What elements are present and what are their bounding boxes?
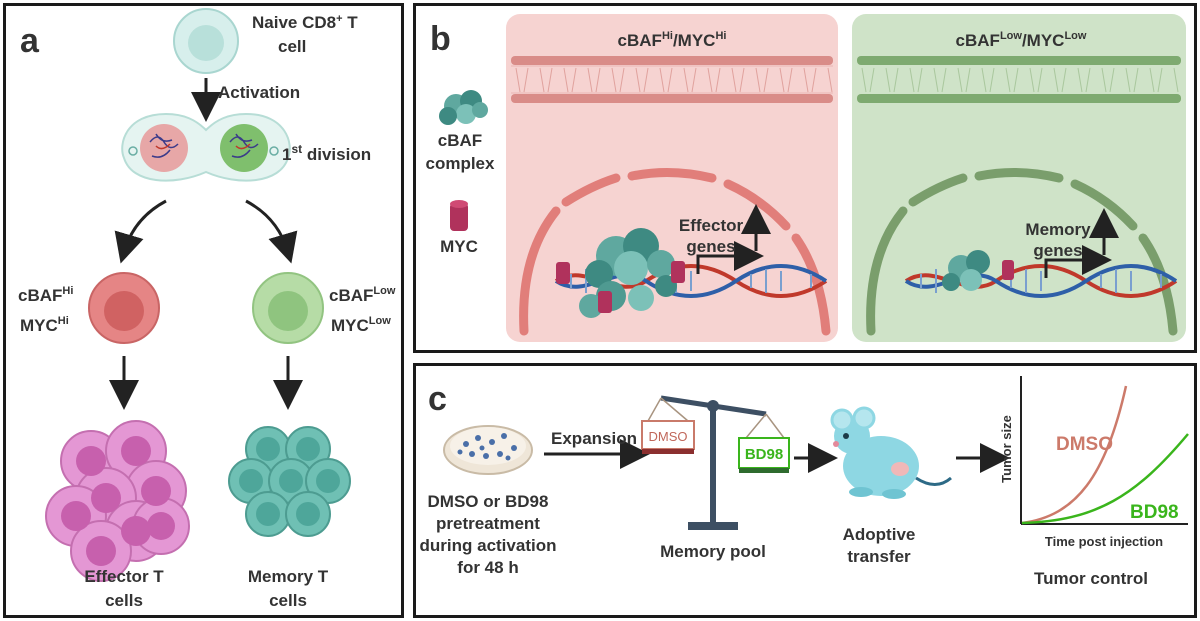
dish-label-line1: DMSO or BD98 (428, 492, 549, 511)
effector-genes-line2: genes (686, 237, 735, 256)
memory-t-label-line2: cells (269, 591, 307, 610)
cbaf-complex-icon (439, 90, 488, 125)
petri-dish-icon (443, 425, 533, 475)
naive-label-line1: Naive CD8+ T (252, 13, 358, 32)
effector-genes-line1: Effector (679, 216, 744, 235)
myc-hi-label: MYCHi (20, 315, 69, 335)
cbaf-low-nucleus-panel: cBAFLow/MYCLow Memory genes (852, 14, 1186, 342)
tumor-control-label: Tumor control (1034, 569, 1148, 588)
memory-genes-line2: genes (1033, 241, 1082, 260)
panel-b-diagram: b cBAF complex MYC cBAFHi/MYCHi (426, 14, 1186, 342)
memory-t-label-line1: Memory T (248, 567, 329, 586)
graph-y-axis-label: Tumor size (999, 415, 1014, 483)
memory-pool-label: Memory pool (660, 542, 766, 561)
low-panel-title: cBAFLow/MYCLow (956, 30, 1087, 50)
graph-bd98-label: BD98 (1130, 502, 1179, 523)
mouse-icon (830, 406, 952, 499)
panel-letter-b: b (430, 20, 451, 58)
effector-t-cells-cluster (45, 420, 190, 582)
adoptive-label-line1: Adoptive (843, 525, 916, 544)
low-cbaf-complex (942, 250, 990, 291)
low-membrane (857, 56, 1181, 103)
balance-scale-icon (647, 395, 785, 530)
bd98-scale-pan (738, 437, 790, 473)
low-nuclear-envelope (866, 167, 1178, 336)
naive-label-line2: cell (278, 37, 306, 56)
legend-myc: MYC (440, 237, 478, 256)
arrow-to-memory-progenitor (245, 199, 298, 264)
scale-bd98-label: BD98 (745, 446, 783, 463)
dish-label-line3: during activation (420, 536, 557, 555)
panel-c-diagram: c DMSO or BD98 pretreatment during activ… (420, 376, 1189, 588)
effector-t-label-line2: cells (105, 591, 143, 610)
dish-label-line2: pretreatment (436, 514, 540, 533)
hi-membrane (511, 56, 833, 103)
dividing-cell (121, 112, 291, 182)
activation-label: Activation (218, 83, 300, 102)
bd98-curve (1021, 433, 1189, 525)
graph-x-axis-label: Time post injection (1045, 534, 1163, 549)
panel-a: a Naive CD8+ T cell Activation 1st divis… (3, 3, 404, 618)
cbaf-hi-label: cBAFHi (18, 285, 73, 305)
panel-letter-a: a (20, 22, 40, 60)
cbaf-low-label: cBAFLow (329, 285, 396, 305)
arrow-to-effector-progenitor (114, 199, 167, 264)
expansion-label: Expansion (551, 429, 637, 448)
effector-gene-arrow (696, 241, 764, 274)
hi-myc-molecules (556, 261, 685, 313)
hi-nuclear-envelope (519, 167, 831, 336)
panel-letter-c: c (428, 380, 447, 418)
memory-t-cells-cluster (228, 426, 351, 537)
dmso-curve (1021, 385, 1128, 525)
scale-dmso-label: DMSO (649, 429, 688, 444)
cbaf-low-cell (252, 272, 324, 344)
naive-cd8-cell (173, 8, 239, 74)
tumor-growth-graph (1020, 376, 1189, 525)
graph-dmso-label: DMSO (1056, 434, 1113, 455)
myc-icon (450, 200, 468, 231)
panel-c: c DMSO or BD98 pretreatment during activ… (413, 363, 1197, 618)
memory-gene-arrow (1044, 245, 1112, 278)
dmso-scale-pan (641, 420, 695, 454)
myc-low-label: MYCLow (331, 315, 391, 335)
effector-t-label-line1: Effector T (84, 567, 164, 586)
legend-cbaf-line1: cBAF (438, 131, 482, 150)
adoptive-label-line2: transfer (847, 547, 911, 566)
hi-panel-title: cBAFHi/MYCHi (618, 30, 727, 50)
low-myc-molecule (1002, 260, 1014, 280)
dish-label-line4: for 48 h (457, 558, 518, 577)
panel-a-diagram: a Naive CD8+ T cell Activation 1st divis… (18, 8, 396, 610)
panel-b: b cBAF complex MYC cBAFHi/MYCHi (413, 3, 1197, 353)
cbaf-hi-cell (88, 272, 160, 344)
cbaf-hi-nucleus-panel: cBAFHi/MYCHi (506, 14, 838, 342)
first-division-label: 1st division (282, 142, 371, 164)
legend-cbaf-line2: complex (426, 154, 496, 173)
memory-genes-line1: Memory (1025, 220, 1091, 239)
